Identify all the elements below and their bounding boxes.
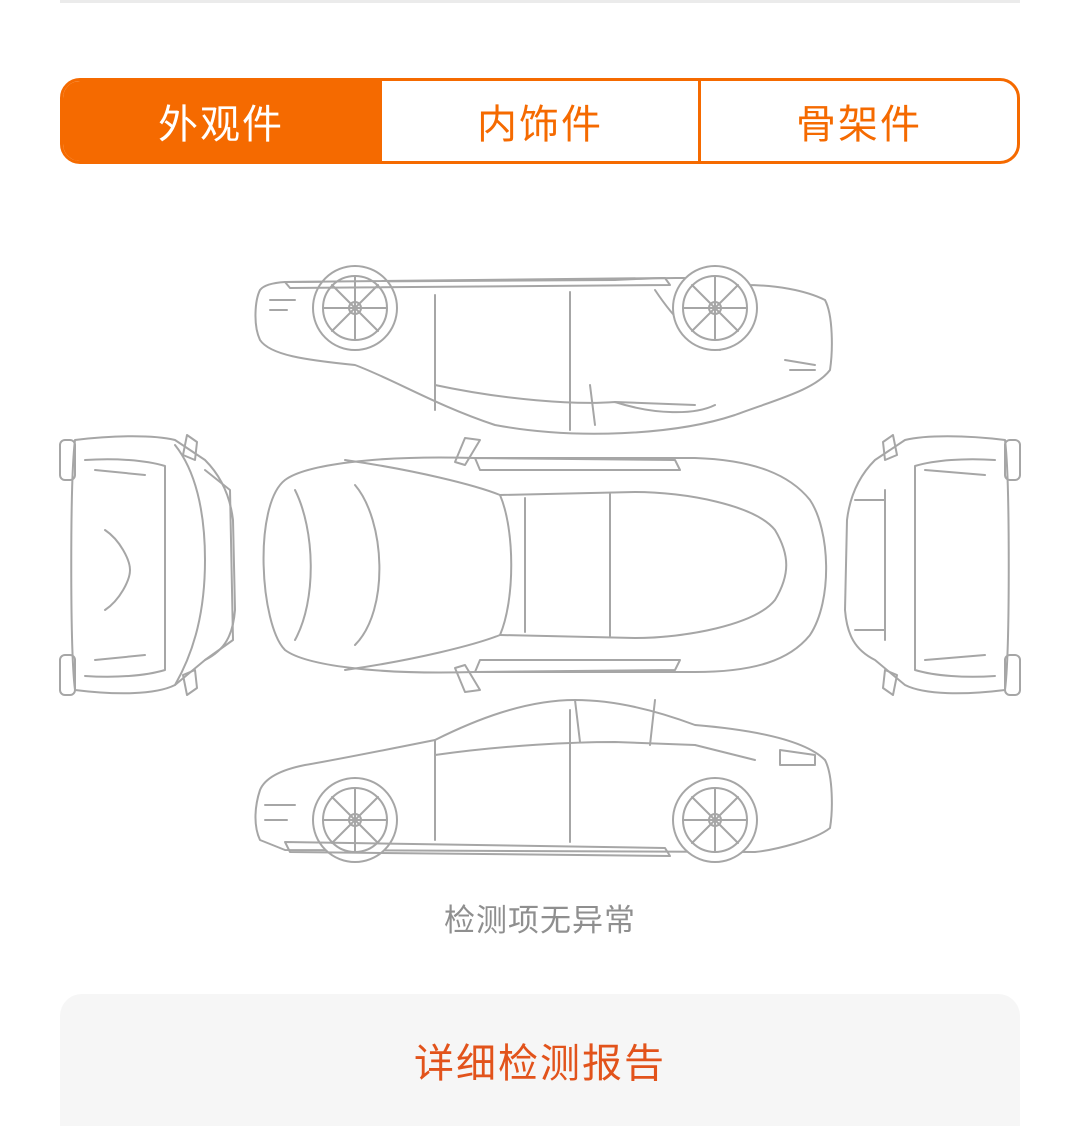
- inspection-status-text: 检测项无异常: [444, 903, 636, 939]
- car-front-view: [59, 434, 236, 696]
- car-inspection-diagram: [55, 230, 1025, 870]
- car-top-view: [262, 437, 828, 693]
- tab-frame-parts[interactable]: 骨架件: [698, 81, 1017, 161]
- car-side-view: [254, 699, 833, 863]
- car-rear-view: [844, 434, 1021, 696]
- tab-interior-parts[interactable]: 内饰件: [379, 81, 698, 161]
- car-top-side-view: [254, 265, 833, 435]
- part-category-tabs: 外观件 内饰件 骨架件: [60, 78, 1020, 164]
- top-divider: [60, 0, 1020, 3]
- tab-exterior-parts[interactable]: 外观件: [63, 81, 379, 161]
- detailed-report-button[interactable]: 详细检测报告: [60, 994, 1020, 1126]
